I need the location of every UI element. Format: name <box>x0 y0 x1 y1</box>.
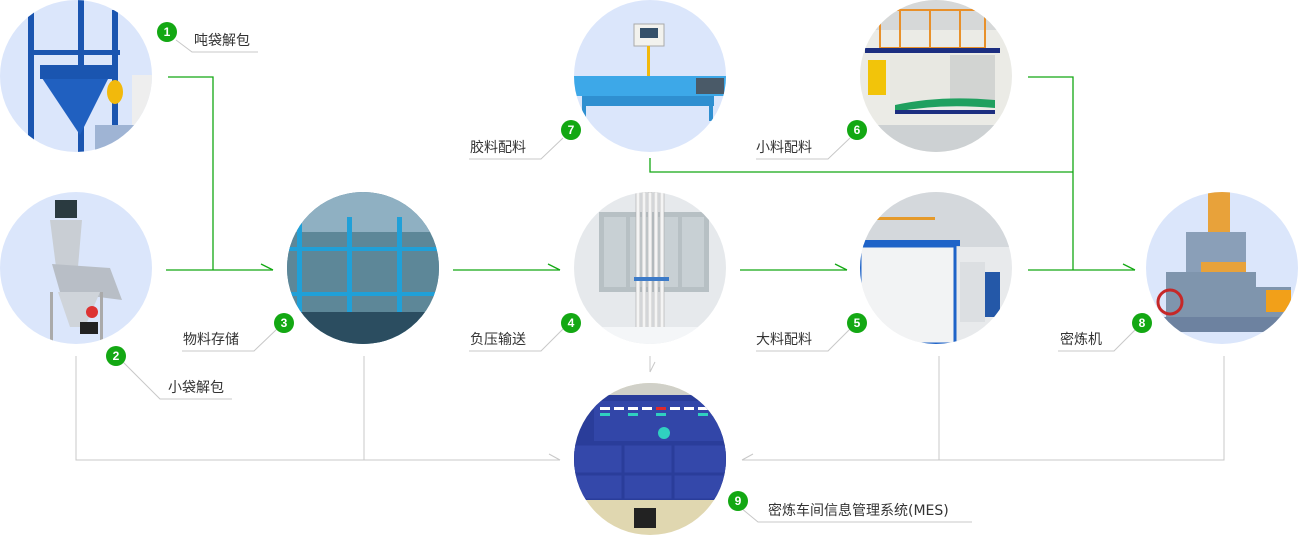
arrow-head <box>547 263 561 271</box>
internal-mixer-photo[interactable] <box>1146 192 1298 344</box>
leader-line-7 <box>469 137 564 160</box>
minor-batching-photo[interactable] <box>860 0 1012 152</box>
step-label-2: 小袋解包 <box>168 380 224 396</box>
step-label-9: 密炼车间信息管理系统(MES) <box>768 503 949 519</box>
material-storage-photo[interactable] <box>287 192 439 344</box>
bulk-batching-photo[interactable] <box>860 192 1012 344</box>
step-label-8: 密炼机 <box>1060 332 1102 348</box>
step-badge-2: 2 <box>106 346 126 366</box>
arrow-head <box>1122 263 1136 271</box>
step-badge-7: 7 <box>561 120 581 140</box>
ton-bag-unloader-photo[interactable] <box>0 0 152 152</box>
step-label-5: 大料配料 <box>756 332 812 348</box>
step-badge-3: 3 <box>274 313 294 333</box>
flow-line-7-to-8 <box>649 158 1073 173</box>
leader-line-1 <box>175 39 258 53</box>
rubber-batching-photo[interactable] <box>574 0 726 152</box>
step-label-7: 胶料配料 <box>470 140 526 156</box>
step-badge-9: 9 <box>728 491 748 511</box>
step-label-1: 吨袋解包 <box>194 33 250 49</box>
step-badge-6: 6 <box>847 120 867 140</box>
leader-line-4 <box>469 328 564 352</box>
flow-line-1-to-3 <box>168 76 214 270</box>
step-badge-4: 4 <box>561 313 581 333</box>
arrow-head <box>741 453 754 461</box>
data-line-right <box>742 356 1225 461</box>
flow-line-6-to-8 <box>1028 76 1074 270</box>
arrow-head <box>834 263 848 271</box>
leader-line-2 <box>116 355 232 400</box>
step-label-6: 小料配料 <box>756 140 812 156</box>
leader-line-8 <box>1058 328 1137 352</box>
leader-line-3 <box>182 328 278 352</box>
small-bag-unloader-photo[interactable] <box>0 192 152 344</box>
step-badge-8: 8 <box>1132 313 1152 333</box>
step-label-3: 物料存储 <box>183 332 239 348</box>
arrow-head <box>649 361 656 373</box>
step-label-4: 负压输送 <box>470 332 526 348</box>
leader-line-6 <box>756 137 851 160</box>
leader-line-9 <box>740 507 972 523</box>
data-line-left <box>75 356 560 461</box>
step-badge-1: 1 <box>157 22 177 42</box>
step-badge-5: 5 <box>847 313 867 333</box>
arrow-head <box>548 453 561 461</box>
mes-dashboard-photo[interactable] <box>574 383 726 535</box>
arrow-head <box>260 263 274 271</box>
vacuum-conveying-photo[interactable] <box>574 192 726 344</box>
leader-line-5 <box>756 328 851 352</box>
